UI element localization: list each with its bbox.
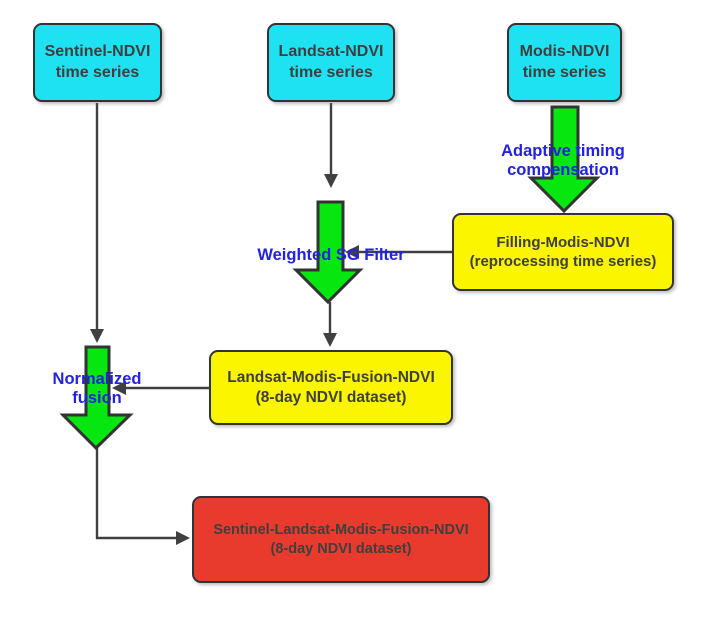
node-filling-modis-ndvi: Filling-Modis-NDVI (reprocessing time se…	[452, 213, 674, 291]
label-adaptive-timing-compensation: Adaptive timing compensation	[478, 142, 648, 180]
node-modis-ndvi: Modis-NDVI time series	[507, 23, 622, 102]
label-line: fusion	[72, 388, 122, 407]
block-arrow-adaptive-timing	[527, 105, 601, 214]
label-line: Normalized	[52, 370, 142, 388]
connector-sgfilter-to-fusion	[323, 302, 337, 347]
node-sublabel: (8-day NDVI dataset)	[255, 388, 407, 406]
connector-normalized-to-final	[95, 448, 190, 545]
block-arrow-weighted-sg-filter	[292, 200, 364, 305]
label-line: Adaptive timing	[501, 142, 625, 160]
label-line: compensation	[507, 160, 619, 179]
label-weighted-sg-filter: Weighted SG Filter	[246, 246, 416, 265]
node-label: Sentinel-Landsat-Modis-Fusion-NDVI	[213, 521, 469, 538]
connector-sentinel-down	[90, 103, 104, 343]
node-sublabel: time series	[289, 63, 373, 81]
node-sentinel-ndvi: Sentinel-NDVI time series	[33, 23, 162, 102]
node-sublabel: (8-day NDVI dataset)	[270, 540, 412, 557]
node-sublabel: (reprocessing time series)	[469, 253, 657, 270]
node-sublabel: time series	[55, 63, 140, 81]
node-label: Landsat-NDVI	[278, 43, 384, 61]
node-sublabel: time series	[522, 63, 607, 81]
node-sentinel-landsat-modis-fusion-ndvi: Sentinel-Landsat-Modis-Fusion-NDVI (8-da…	[192, 496, 490, 583]
node-label: Filling-Modis-NDVI	[496, 233, 630, 251]
node-landsat-modis-fusion-ndvi: Landsat-Modis-Fusion-NDVI (8-day NDVI da…	[209, 350, 453, 425]
block-arrow-normalized-fusion	[59, 345, 134, 451]
connector-filling-to-sgfilter	[345, 245, 452, 259]
node-landsat-ndvi: Landsat-NDVI time series	[267, 23, 395, 102]
node-label: Landsat-Modis-Fusion-NDVI	[227, 368, 435, 386]
node-label: Sentinel-NDVI	[44, 43, 151, 61]
connector-fusion-to-normalized	[112, 381, 209, 395]
node-label: Modis-NDVI	[519, 43, 610, 61]
label-normalized-fusion: Normalized fusion	[37, 370, 157, 408]
label-line: Weighted SG Filter	[257, 246, 405, 264]
connector-landsat-down	[324, 103, 338, 188]
